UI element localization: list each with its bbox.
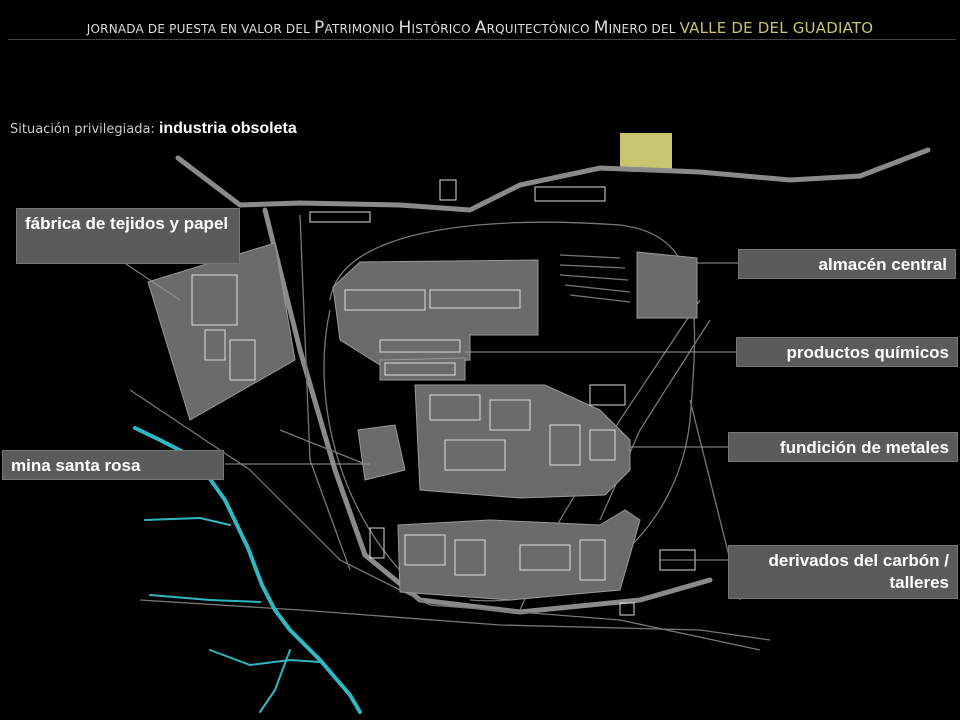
- label-fundicion-metales: fundición de metales: [728, 432, 958, 462]
- header-segment: P: [314, 18, 325, 38]
- header-segment: A: [474, 18, 487, 38]
- header-segment: M: [593, 18, 609, 38]
- header-segment: VALLE DE DEL GUADIATO: [679, 19, 874, 37]
- subtitle-prefix: Situación privilegiada:: [10, 122, 159, 137]
- label-derivados-carbon-talleres: derivados del carbón / talleres: [728, 545, 958, 599]
- zone-industrial-north: [332, 259, 539, 366]
- zone-carbon: [397, 509, 641, 601]
- zone-mina: [357, 424, 406, 481]
- header-segment: H: [398, 18, 412, 38]
- zone-quimicos: [379, 357, 466, 381]
- highlighted-plot: [620, 133, 672, 170]
- rail-lines: [129, 214, 771, 651]
- label-fabrica-tejidos-papel: fábrica de tejidos y papel: [16, 208, 240, 264]
- label-mina-santa-rosa: mina santa rosa: [2, 450, 224, 480]
- subtitle-emphasis: industria obsoleta: [158, 120, 297, 137]
- zone-almacen: [636, 251, 698, 319]
- header-segment: INERO DEL: [608, 22, 680, 36]
- header-segment: RQUITECTÓNICO: [486, 22, 594, 36]
- label-almacen-central: almacén central: [738, 249, 956, 279]
- building-outlines: [191, 179, 696, 616]
- header-segment: ISTÓRICO: [411, 22, 475, 36]
- header-divider: [8, 39, 956, 40]
- industrial-zones: [147, 242, 698, 601]
- zone-fundicion: [414, 384, 631, 499]
- label-productos-quimicos: productos químicos: [736, 337, 958, 367]
- zone-fabrica: [147, 242, 296, 421]
- header-segment: JORNADA DE PUESTA EN VALOR DEL: [86, 22, 315, 36]
- header-segment: ATRIMONIO: [324, 22, 399, 36]
- slide-subtitle: Situación privilegiada: industria obsole…: [10, 120, 297, 138]
- presentation-header: JORNADA DE PUESTA EN VALOR DEL PATRIMONI…: [0, 18, 960, 38]
